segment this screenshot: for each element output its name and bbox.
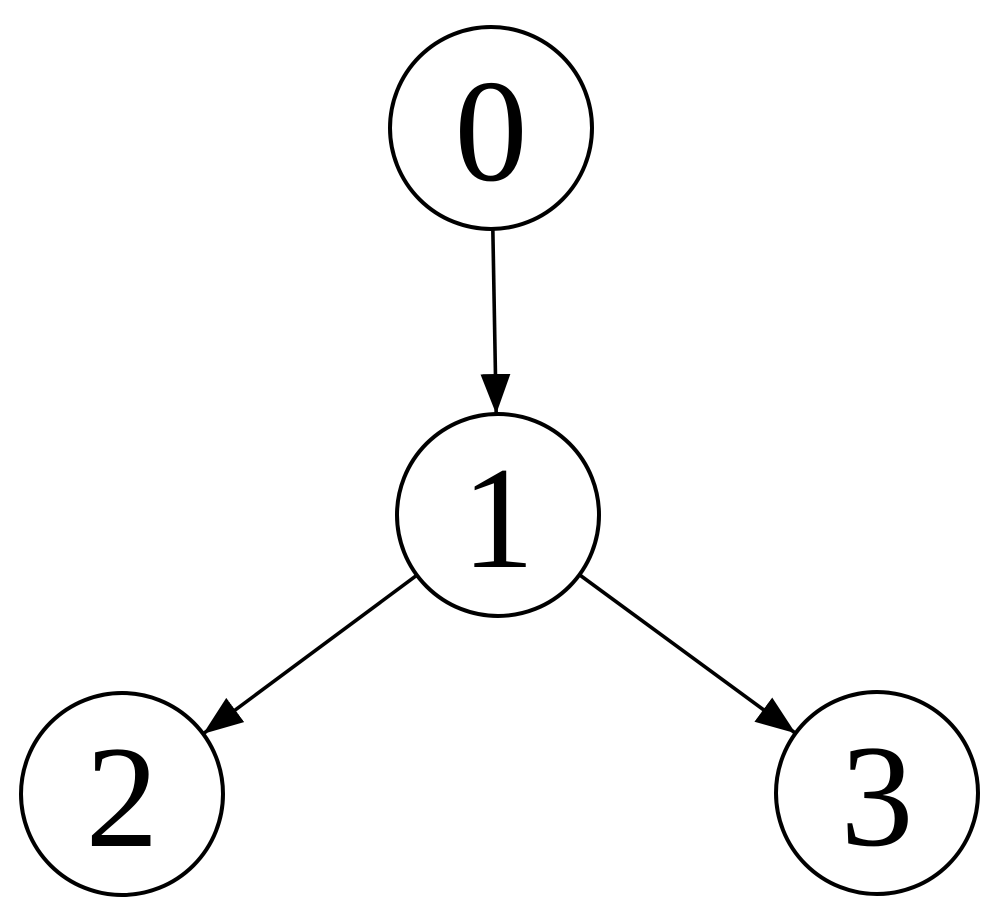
graph-node-3: 3: [774, 690, 980, 896]
edges-layer: [202, 228, 797, 736]
node-2-label: 2: [86, 716, 159, 878]
node-1-label: 1: [462, 437, 535, 599]
node-0-label: 0: [455, 50, 528, 212]
edge-1-2: [202, 573, 418, 736]
graph-node-0: 0: [388, 25, 594, 231]
node-3-label: 3: [841, 715, 914, 877]
graph-node-2: 2: [19, 691, 225, 897]
graph-node-1: 1: [395, 412, 601, 618]
node-3-circle: [774, 690, 980, 896]
nodes-layer: 0 1 2 3: [19, 25, 980, 897]
edge-0-1: [480, 228, 511, 415]
node-1-circle: [395, 412, 601, 618]
node-2-circle: [19, 691, 225, 897]
node-0-circle: [388, 25, 594, 231]
edge-1-3: [578, 573, 797, 735]
